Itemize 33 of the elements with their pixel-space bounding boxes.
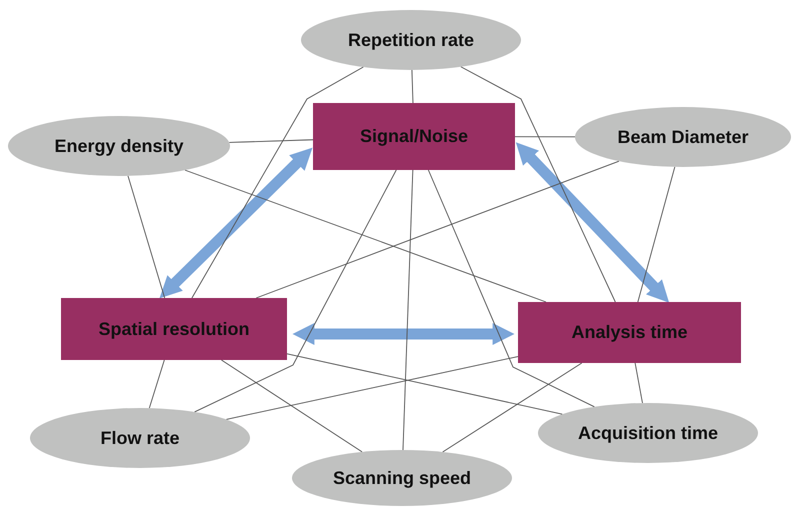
connector-line	[194, 170, 397, 412]
node-label: Flow rate	[100, 428, 180, 448]
connector-line	[220, 360, 363, 452]
connector-line	[402, 170, 414, 450]
double-arrow	[292, 323, 515, 345]
connector-line	[148, 360, 165, 409]
connector-line	[226, 356, 518, 420]
node-label: Acquisition time	[578, 422, 718, 444]
connector-line	[460, 66, 616, 302]
property-box	[313, 103, 515, 170]
connector-line	[256, 160, 620, 298]
connector-line	[191, 66, 364, 298]
connector-line	[411, 70, 414, 104]
node-label: Spatial resolution	[98, 318, 250, 340]
node-label: Beam Diameter	[617, 126, 749, 148]
connector-line	[128, 175, 166, 298]
connector-line	[428, 170, 595, 408]
connector-line	[184, 170, 546, 302]
node-label: Energy density	[54, 136, 184, 156]
double-arrow	[159, 148, 313, 298]
node-label: Scanning speed	[332, 468, 472, 488]
node-label: Repetition rate	[348, 30, 474, 50]
connector-line	[228, 139, 314, 143]
connector-line	[637, 166, 676, 302]
connector-line	[634, 362, 643, 404]
property-box	[518, 302, 741, 363]
connector-line	[442, 362, 582, 452]
node-label: Signal/Noise	[360, 126, 468, 147]
node-label: Analysis time	[571, 322, 688, 343]
connector-line	[286, 353, 563, 415]
double-arrow	[516, 142, 670, 303]
property-box	[61, 298, 287, 360]
connector-line	[514, 136, 576, 138]
